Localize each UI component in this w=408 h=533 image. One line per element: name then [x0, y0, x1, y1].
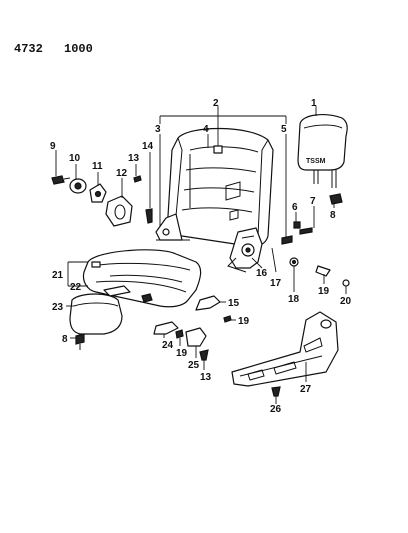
headrest-mark: TSSM: [306, 158, 326, 165]
screw-13-top: [133, 175, 142, 183]
leader-lines: [55, 106, 347, 404]
callout-19-mid: 19: [238, 316, 250, 327]
callout-24: 24: [162, 340, 174, 351]
screw-19-low: [175, 329, 184, 339]
diagram-code-right: 1000: [64, 42, 93, 56]
callout-17: 17: [270, 278, 282, 289]
callout-16: 16: [256, 268, 268, 279]
side-shield: [231, 311, 339, 387]
headrest: TSSM: [297, 114, 348, 188]
bolt-5-right: [281, 235, 293, 245]
lever-15: [195, 295, 221, 311]
callout-19-low: 19: [176, 348, 188, 359]
screw-7: [299, 227, 313, 235]
callout-26: 26: [270, 404, 282, 415]
recliner-mechanism: [227, 227, 263, 273]
callout-18: 18: [288, 294, 300, 305]
knob-10: [69, 178, 87, 194]
cap-20: [342, 279, 350, 287]
handle-25: [185, 327, 207, 347]
cushion-pad: [69, 293, 123, 335]
callout-4: 4: [203, 124, 209, 135]
bolt-14: [145, 208, 153, 224]
clip-6: [293, 221, 301, 229]
callout-23: 23: [52, 302, 64, 313]
callout-22: 22: [70, 282, 82, 293]
handle-11: [89, 183, 107, 203]
plug-18: [289, 257, 299, 267]
lever-24: [153, 321, 179, 335]
screw-13-low: [199, 349, 209, 361]
callouts: 2 1 3 4 5 9 10 11 12 13 14 6 7 8 16 17 1…: [50, 98, 352, 415]
callout-9: 9: [50, 141, 56, 152]
callout-21: 21: [52, 270, 64, 281]
callout-19-right: 19: [318, 286, 330, 297]
callout-8-lower: 8: [62, 334, 68, 345]
callout-20: 20: [340, 296, 352, 307]
callout-10: 10: [69, 153, 81, 164]
callout-5: 5: [281, 124, 287, 135]
callout-8-top: 8: [330, 210, 336, 221]
diagram-code-left: 4732: [14, 42, 43, 56]
callout-3: 3: [155, 124, 161, 135]
callout-11: 11: [92, 161, 103, 172]
callout-2: 2: [213, 98, 219, 109]
clip-19-right: [315, 265, 331, 277]
screw-19-mid: [223, 315, 232, 323]
seat-cushion: [82, 249, 202, 308]
callout-13-top: 13: [128, 153, 140, 164]
callout-6: 6: [292, 202, 298, 213]
callout-25: 25: [188, 360, 200, 371]
nut-8-top: [329, 193, 343, 205]
screw-26: [271, 386, 281, 397]
screw-9: [51, 175, 71, 185]
callout-7: 7: [310, 196, 316, 207]
bolt-8-lower: [75, 333, 85, 350]
cover-12: [105, 195, 133, 227]
recliner-bracket: [155, 213, 190, 241]
callout-27: 27: [300, 384, 312, 395]
callout-1: 1: [311, 98, 317, 109]
callout-15: 15: [228, 298, 240, 309]
callout-13-low: 13: [200, 372, 212, 383]
seat-back: [167, 127, 274, 248]
callout-12: 12: [116, 168, 128, 179]
callout-14: 14: [142, 141, 154, 152]
